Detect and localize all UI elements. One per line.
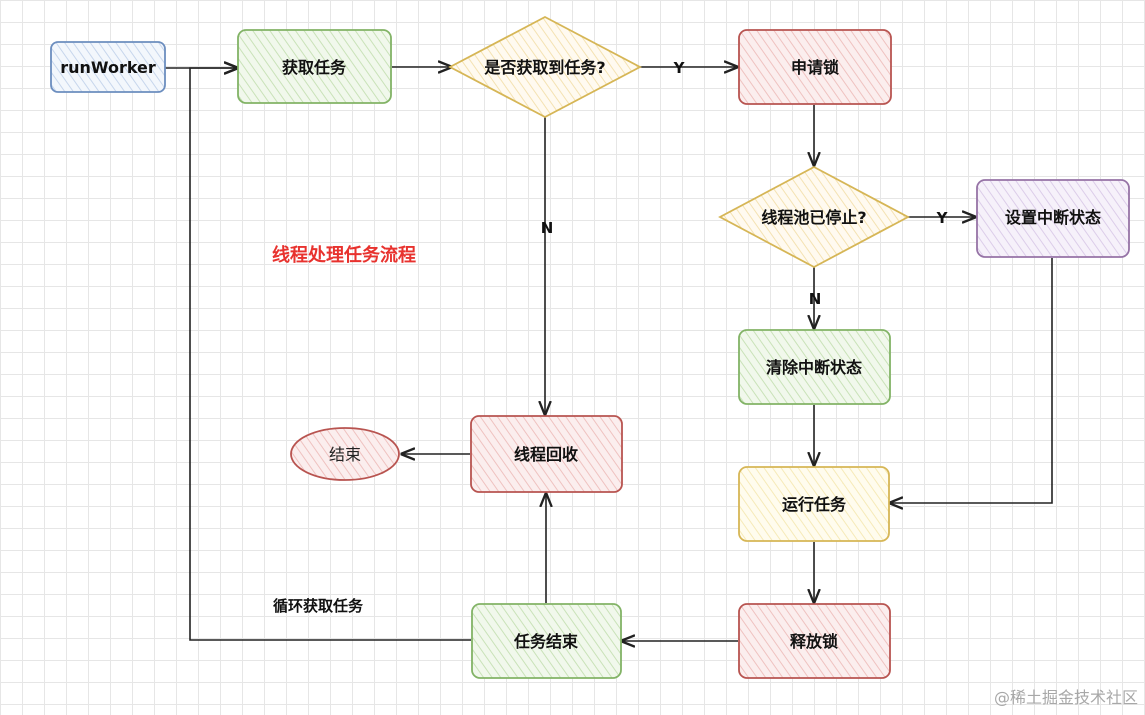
node-release-lock: 释放锁: [738, 603, 891, 679]
node-end: 结束: [290, 427, 400, 481]
node-pool-stopped-decision: 线程池已停止?: [718, 165, 910, 269]
node-label: 线程池已停止?: [761, 208, 866, 227]
node-label: runWorker: [60, 58, 156, 77]
node-label: 释放锁: [790, 632, 838, 651]
node-run-worker: runWorker: [50, 41, 166, 93]
edge-label-stopped-no: N: [809, 290, 822, 308]
node-get-task: 获取任务: [237, 29, 392, 104]
diagram-title: 线程处理任务流程: [272, 244, 416, 266]
node-acquire-lock: 申请锁: [738, 29, 892, 105]
node-label: 设置中断状态: [1005, 208, 1101, 227]
node-label: 线程回收: [514, 445, 578, 464]
node-clear-interrupt: 清除中断状态: [738, 329, 891, 405]
node-label: 运行任务: [782, 495, 847, 514]
node-label: 获取任务: [282, 58, 347, 77]
node-task-end: 任务结束: [471, 603, 622, 679]
node-label: 结束: [329, 445, 361, 464]
edge-label-got-task-no: N: [541, 219, 554, 237]
node-label: 清除中断状态: [766, 358, 862, 377]
loop-label: 循环获取任务: [273, 597, 364, 615]
node-set-interrupt: 设置中断状态: [976, 179, 1130, 258]
edge-label-stopped-yes: Y: [936, 209, 949, 227]
edge-set-interrupt-to-run-task: [890, 258, 1053, 503]
edge-loop-back: [189, 68, 471, 641]
edge-label-got-task-yes: Y: [673, 59, 686, 77]
watermark-text: @稀土掘金技术社区: [994, 688, 1138, 707]
node-run-task: 运行任务: [738, 466, 890, 542]
node-label: 是否获取到任务?: [483, 58, 605, 77]
node-label: 任务结束: [513, 632, 579, 651]
node-label: 申请锁: [791, 58, 839, 77]
node-recycle-thread: 线程回收: [470, 415, 623, 493]
node-got-task-decision: 是否获取到任务?: [448, 15, 642, 119]
